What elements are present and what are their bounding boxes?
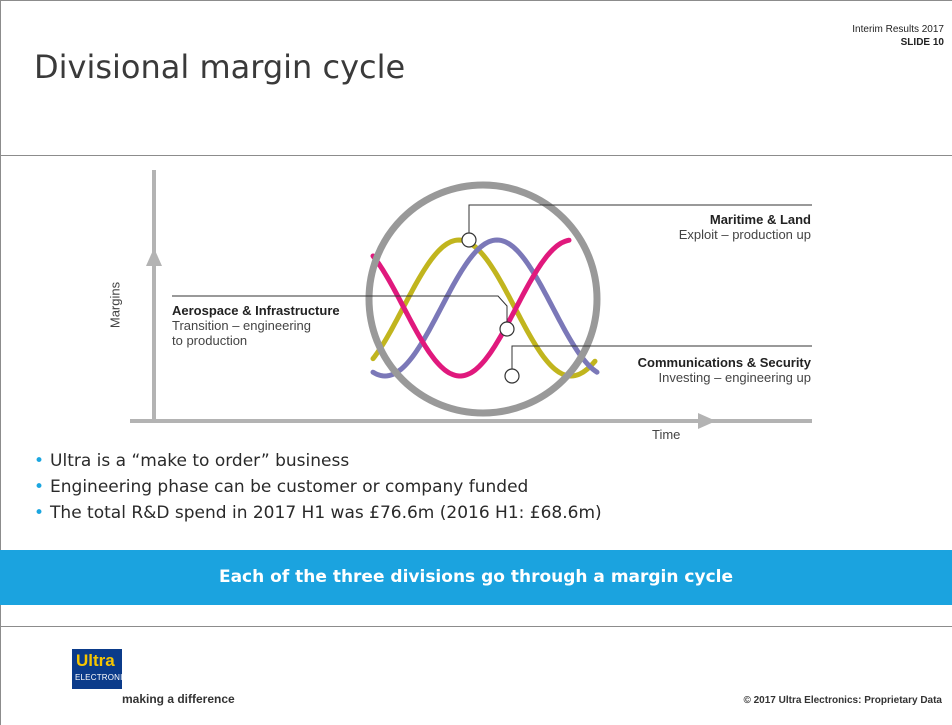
aerospace-connector — [172, 295, 508, 322]
maritime-label: Maritime & Land Exploit – production up — [679, 212, 811, 242]
slide-title: Divisional margin cycle — [34, 48, 406, 86]
maritime-connector — [468, 204, 812, 233]
ultra-electronics-logo: Ultra ELECTRONICS — [72, 649, 134, 689]
tagline: making a difference — [122, 692, 235, 706]
bullet-item: •The total R&D spend in 2017 H1 was £76.… — [34, 502, 602, 528]
x-axis-label: Time — [652, 427, 681, 442]
bullet-item: •Engineering phase can be customer or co… — [34, 476, 602, 502]
bullet-dot-icon: • — [34, 477, 45, 497]
bullet-text: Engineering phase can be customer or com… — [50, 477, 529, 497]
summary-banner: Each of the three divisions go through a… — [0, 550, 952, 605]
logo-word-electronics: ELECTRONICS — [75, 673, 135, 682]
report-name: Interim Results 2017 — [852, 24, 944, 35]
footer-divider — [0, 626, 952, 627]
aerospace-label: Aerospace & Infrastructure Transition – … — [172, 303, 340, 348]
y-axis-arrow — [146, 248, 162, 266]
header-divider — [0, 155, 952, 156]
maritime-heading: Maritime & Land — [709, 212, 811, 227]
bullet-list: •Ultra is a “make to order” business •En… — [34, 450, 602, 528]
comms-heading: Communications & Security — [637, 355, 811, 370]
aerospace-text-2: to production — [172, 333, 248, 348]
comms-marker — [504, 368, 520, 384]
margin-cycle-diagram — [130, 170, 812, 429]
aerospace-text-1: Transition – engineering — [172, 318, 311, 333]
comms-curve — [370, 237, 600, 379]
aerospace-marker — [499, 321, 515, 337]
cycle-circle — [365, 181, 601, 417]
bullet-item: •Ultra is a “make to order” business — [34, 450, 602, 476]
comms-connector — [511, 345, 812, 369]
y-axis-label: Margins — [107, 281, 123, 329]
aerospace-heading: Aerospace & Infrastructure — [172, 303, 340, 318]
bullet-text: Ultra is a “make to order” business — [50, 451, 350, 471]
slide-reference: Interim Results 2017 SLIDE 10 — [852, 23, 944, 49]
slide-border-top — [0, 0, 952, 1]
bullet-dot-icon: • — [34, 503, 45, 523]
slide-number: SLIDE 10 — [900, 37, 944, 48]
slide-border-left — [0, 0, 1, 725]
maritime-curve — [370, 237, 572, 379]
maritime-marker — [461, 232, 477, 248]
comms-text: Investing – engineering up — [658, 370, 811, 385]
comms-label: Communications & Security Investing – en… — [638, 355, 811, 385]
aerospace-curve — [370, 237, 598, 379]
copyright-notice: © 2017 Ultra Electronics: Proprietary Da… — [743, 695, 942, 706]
logo-word-ultra: Ultra — [76, 651, 115, 670]
bullet-dot-icon: • — [34, 451, 45, 471]
x-axis-arrow — [698, 413, 716, 429]
maritime-text: Exploit – production up — [678, 227, 811, 242]
bullet-text: The total R&D spend in 2017 H1 was £76.6… — [50, 503, 602, 523]
